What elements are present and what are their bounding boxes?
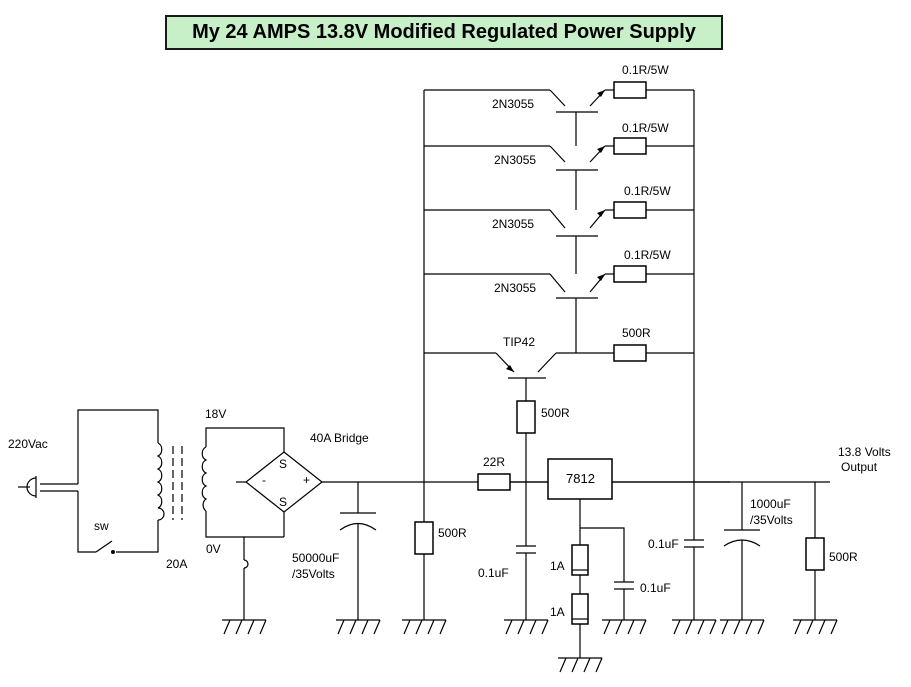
- diagram-title: My 24 AMPS 13.8V Modified Regulated Powe…: [165, 15, 723, 50]
- bridge-label: 40A Bridge: [310, 431, 369, 445]
- ground-symbol: [336, 619, 381, 635]
- output-electrolytic-capacitor: [723, 482, 761, 620]
- bridge-minus: -: [262, 473, 266, 487]
- diode-2: [571, 593, 589, 625]
- output-label-line1: 13.8 Volts: [838, 445, 891, 459]
- diode2-label: 1A: [550, 605, 565, 619]
- re1-label: 0.1R/5W: [622, 63, 669, 77]
- pass-transistor-3: [424, 209, 606, 274]
- q4-label: 2N3055: [494, 281, 536, 295]
- pass-transistor-2: [424, 145, 606, 210]
- regulator-input-capacitor: [516, 545, 536, 620]
- secondary-voltage-label: 18V: [205, 407, 226, 421]
- driver-transistor: [424, 352, 614, 401]
- filter-cap-rating: /35Volts: [292, 567, 335, 581]
- mains-plug: [18, 476, 78, 498]
- voltage-regulator: [547, 458, 613, 500]
- output-label-line2: Output: [841, 460, 878, 474]
- adj-wire: [580, 527, 625, 582]
- pass-transistor-1: [424, 89, 606, 146]
- bridge-plus: +: [303, 473, 310, 487]
- output-cap-rating: /35Volts: [750, 513, 793, 527]
- bridge-s-bottom: S: [279, 495, 287, 509]
- adj-capacitor: [614, 581, 634, 620]
- q1-label: 2N3055: [492, 97, 534, 111]
- re4-label: 0.1R/5W: [624, 248, 671, 262]
- emitter-resistor-2: [613, 137, 647, 155]
- diode1-label: 1A: [550, 559, 565, 573]
- load-resistor-label: 500R: [829, 550, 858, 564]
- load-resistor: [805, 537, 825, 571]
- filter-cap-value: 50000uF: [292, 551, 339, 565]
- emitter-resistor-4: [613, 265, 647, 283]
- switch-label: sw: [94, 519, 109, 533]
- fuse-main-label: 20A: [166, 557, 187, 571]
- ground-symbol: [222, 619, 267, 635]
- output-small-capacitor: [684, 539, 704, 620]
- adj-cap-label: 0.1uF: [640, 581, 671, 595]
- ground-symbol: [672, 619, 717, 635]
- output-small-cap-label: 0.1uF: [648, 537, 679, 551]
- driver-be-resistor: [613, 344, 647, 362]
- q2-label: 2N3055: [494, 153, 536, 167]
- ground-symbol: [504, 619, 549, 635]
- filter-capacitor: [339, 482, 377, 620]
- input-bleed-resistor: [414, 521, 434, 555]
- ground-symbol: [602, 619, 647, 635]
- ground-symbol: [793, 619, 838, 635]
- q3-label: 2N3055: [492, 217, 534, 231]
- emitter-resistor-1: [613, 81, 647, 99]
- ground-symbol: [402, 619, 447, 635]
- bridge-s-top: S: [279, 457, 287, 471]
- diode-1: [571, 544, 589, 576]
- pass-transistor-4: [424, 273, 606, 353]
- ground-symbol: [720, 619, 765, 635]
- driver-base-resistor-label: 500R: [541, 406, 570, 420]
- ground-symbol: [558, 657, 603, 673]
- series-resistor-label: 22R: [483, 455, 505, 469]
- regulator-input-cap-label: 0.1uF: [478, 566, 509, 580]
- mains-label: 220Vac: [8, 437, 48, 451]
- ground-ref-label: 0V: [206, 542, 221, 556]
- power-switch[interactable]: [95, 540, 115, 554]
- re2-label: 0.1R/5W: [622, 121, 669, 135]
- transformer: [156, 427, 285, 538]
- emitter-resistor-3: [613, 201, 647, 219]
- driver-label: TIP42: [503, 335, 535, 349]
- driver-base-resistor: [516, 400, 536, 434]
- primary-wiring: [77, 409, 159, 553]
- driver-be-resistor-label: 500R: [622, 326, 651, 340]
- output-cap-value: 1000uF: [750, 497, 791, 511]
- series-resistor: [477, 473, 511, 491]
- regulator-label: 7812: [566, 471, 595, 486]
- input-bleed-resistor-label: 500R: [438, 526, 467, 540]
- re3-label: 0.1R/5W: [624, 184, 671, 198]
